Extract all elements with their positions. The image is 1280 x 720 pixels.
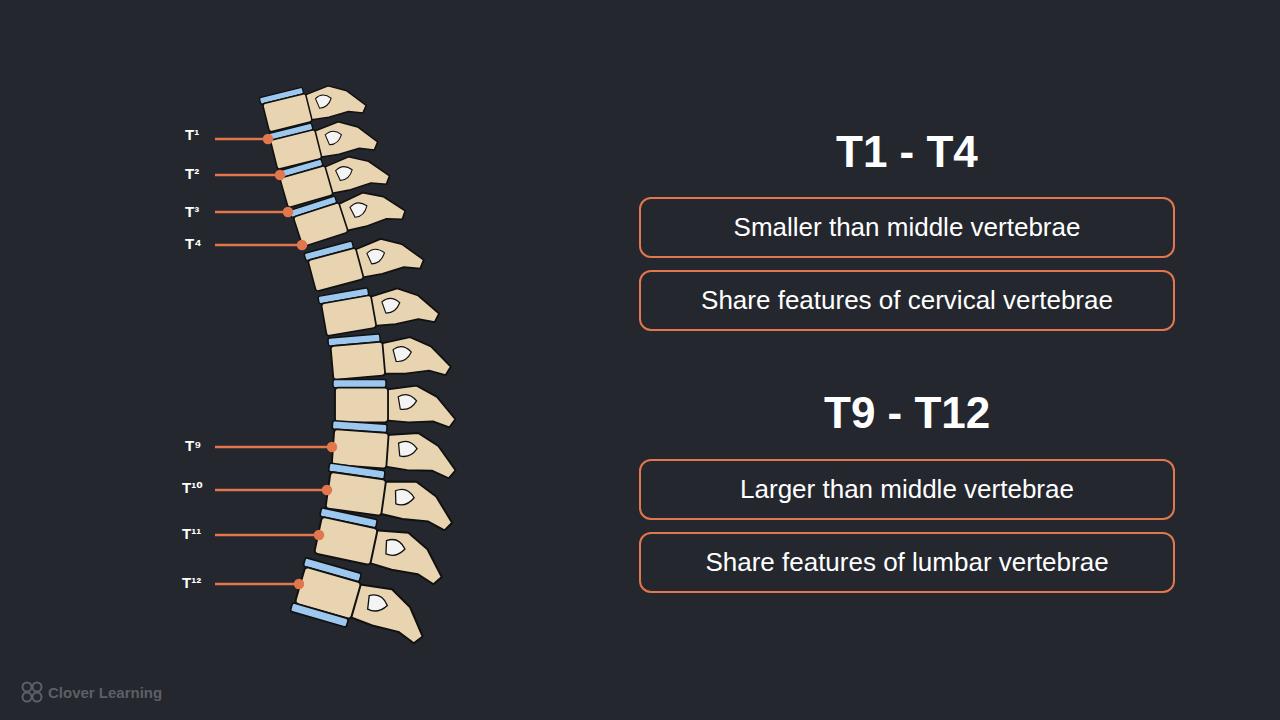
- leader-lines: [215, 135, 336, 588]
- logo-icon: [23, 683, 42, 702]
- box-text: Larger than middle vertebrae: [740, 474, 1074, 505]
- box-text: Share features of lumbar vertebrae: [705, 547, 1108, 578]
- vertebra-label: T⁴: [185, 235, 202, 252]
- feature-box: Smaller than middle vertebrae: [639, 197, 1175, 258]
- feature-box: Share features of cervical vertebrae: [639, 270, 1175, 331]
- box-text: Share features of cervical vertebrae: [701, 285, 1113, 316]
- vertebra-label: T¹²: [182, 574, 201, 591]
- vertebra-label: T¹⁰: [182, 479, 203, 497]
- group-heading: T1 - T4: [836, 127, 978, 177]
- vertebra-label: T⁹: [185, 437, 201, 454]
- vertebra-label: T¹: [185, 126, 199, 143]
- vertebra-label: T²: [185, 165, 199, 182]
- feature-box: Larger than middle vertebrae: [639, 459, 1175, 520]
- vertebra-label: T¹¹: [182, 525, 201, 542]
- feature-box: Share features of lumbar vertebrae: [639, 532, 1175, 593]
- box-text: Smaller than middle vertebrae: [734, 212, 1081, 243]
- watermark: Clover Learning: [48, 684, 162, 701]
- group-heading: T9 - T12: [824, 388, 990, 438]
- vertebra-label: T³: [185, 203, 199, 220]
